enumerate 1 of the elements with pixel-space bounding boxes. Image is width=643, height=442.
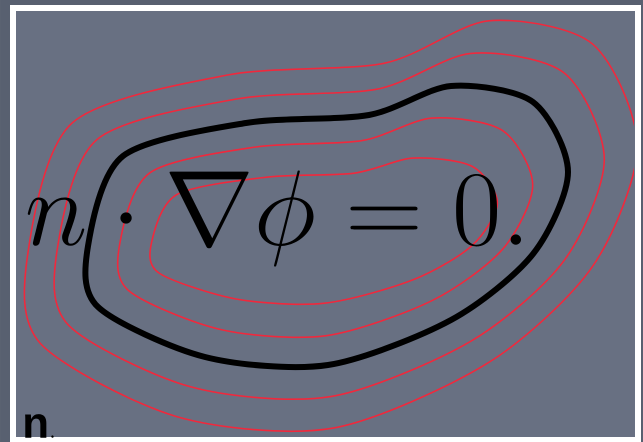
equation: $\mathbf{n}.$ [25, 414, 54, 438]
